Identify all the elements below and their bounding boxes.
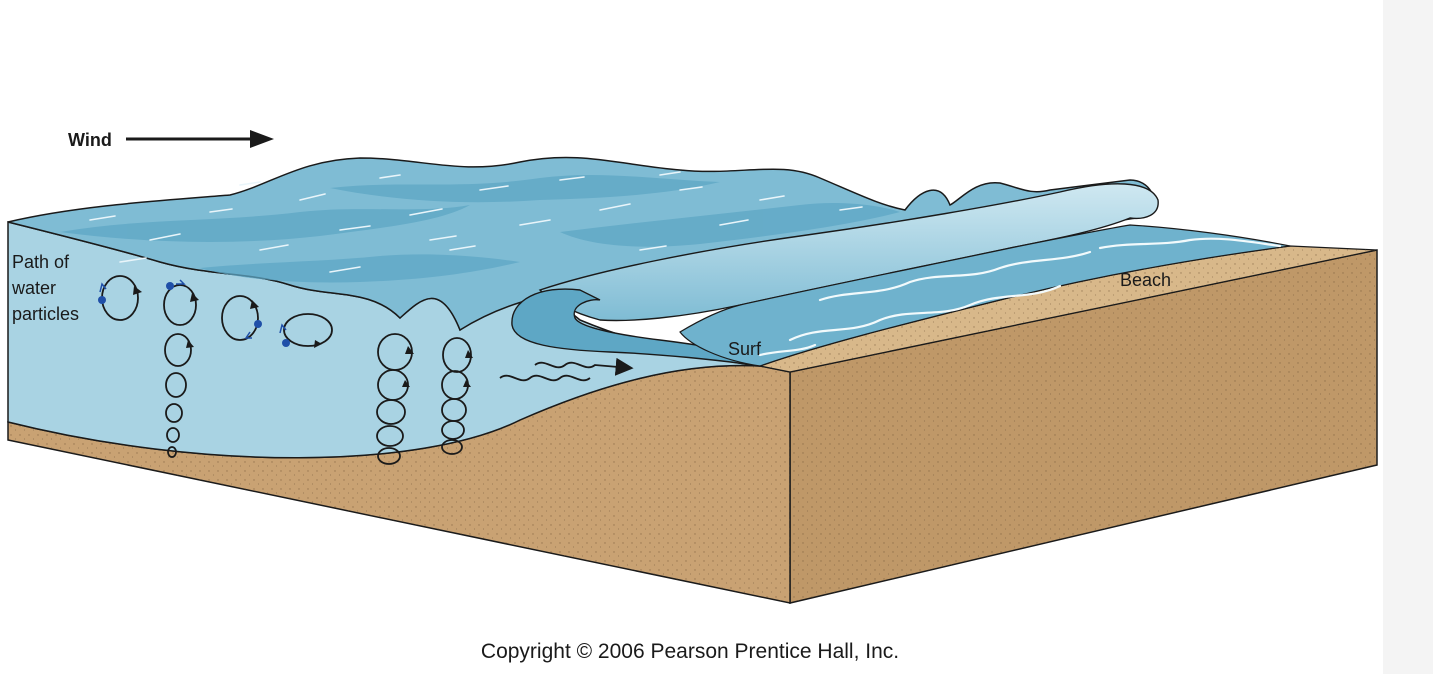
beach-label: Beach — [1120, 270, 1171, 290]
water-surface — [7, 156, 1155, 332]
path-label-line2: water — [11, 278, 56, 298]
breaking-crest — [538, 183, 1159, 322]
path-label-line1: Path of — [12, 252, 70, 272]
path-label-line3: particles — [12, 304, 79, 324]
orbit-arrowheads — [133, 286, 473, 387]
water-particles — [98, 282, 290, 347]
swell-bands — [60, 174, 900, 283]
side-strip — [1383, 0, 1433, 674]
particle-motion-ticks — [99, 279, 287, 339]
foam-streaks — [89, 171, 863, 273]
surf-foam — [758, 237, 1282, 357]
copyright-notice: Copyright © 2006 Pearson Prentice Hall, … — [480, 640, 900, 663]
wave-breaking-diagram: Wind Path of water particles Surf Beach — [7, 130, 1378, 604]
shoreward-motion-arrows — [499, 357, 634, 382]
wind-label: Wind — [68, 130, 112, 150]
surf-label: Surf — [728, 339, 762, 359]
wind-arrowhead — [250, 130, 274, 148]
